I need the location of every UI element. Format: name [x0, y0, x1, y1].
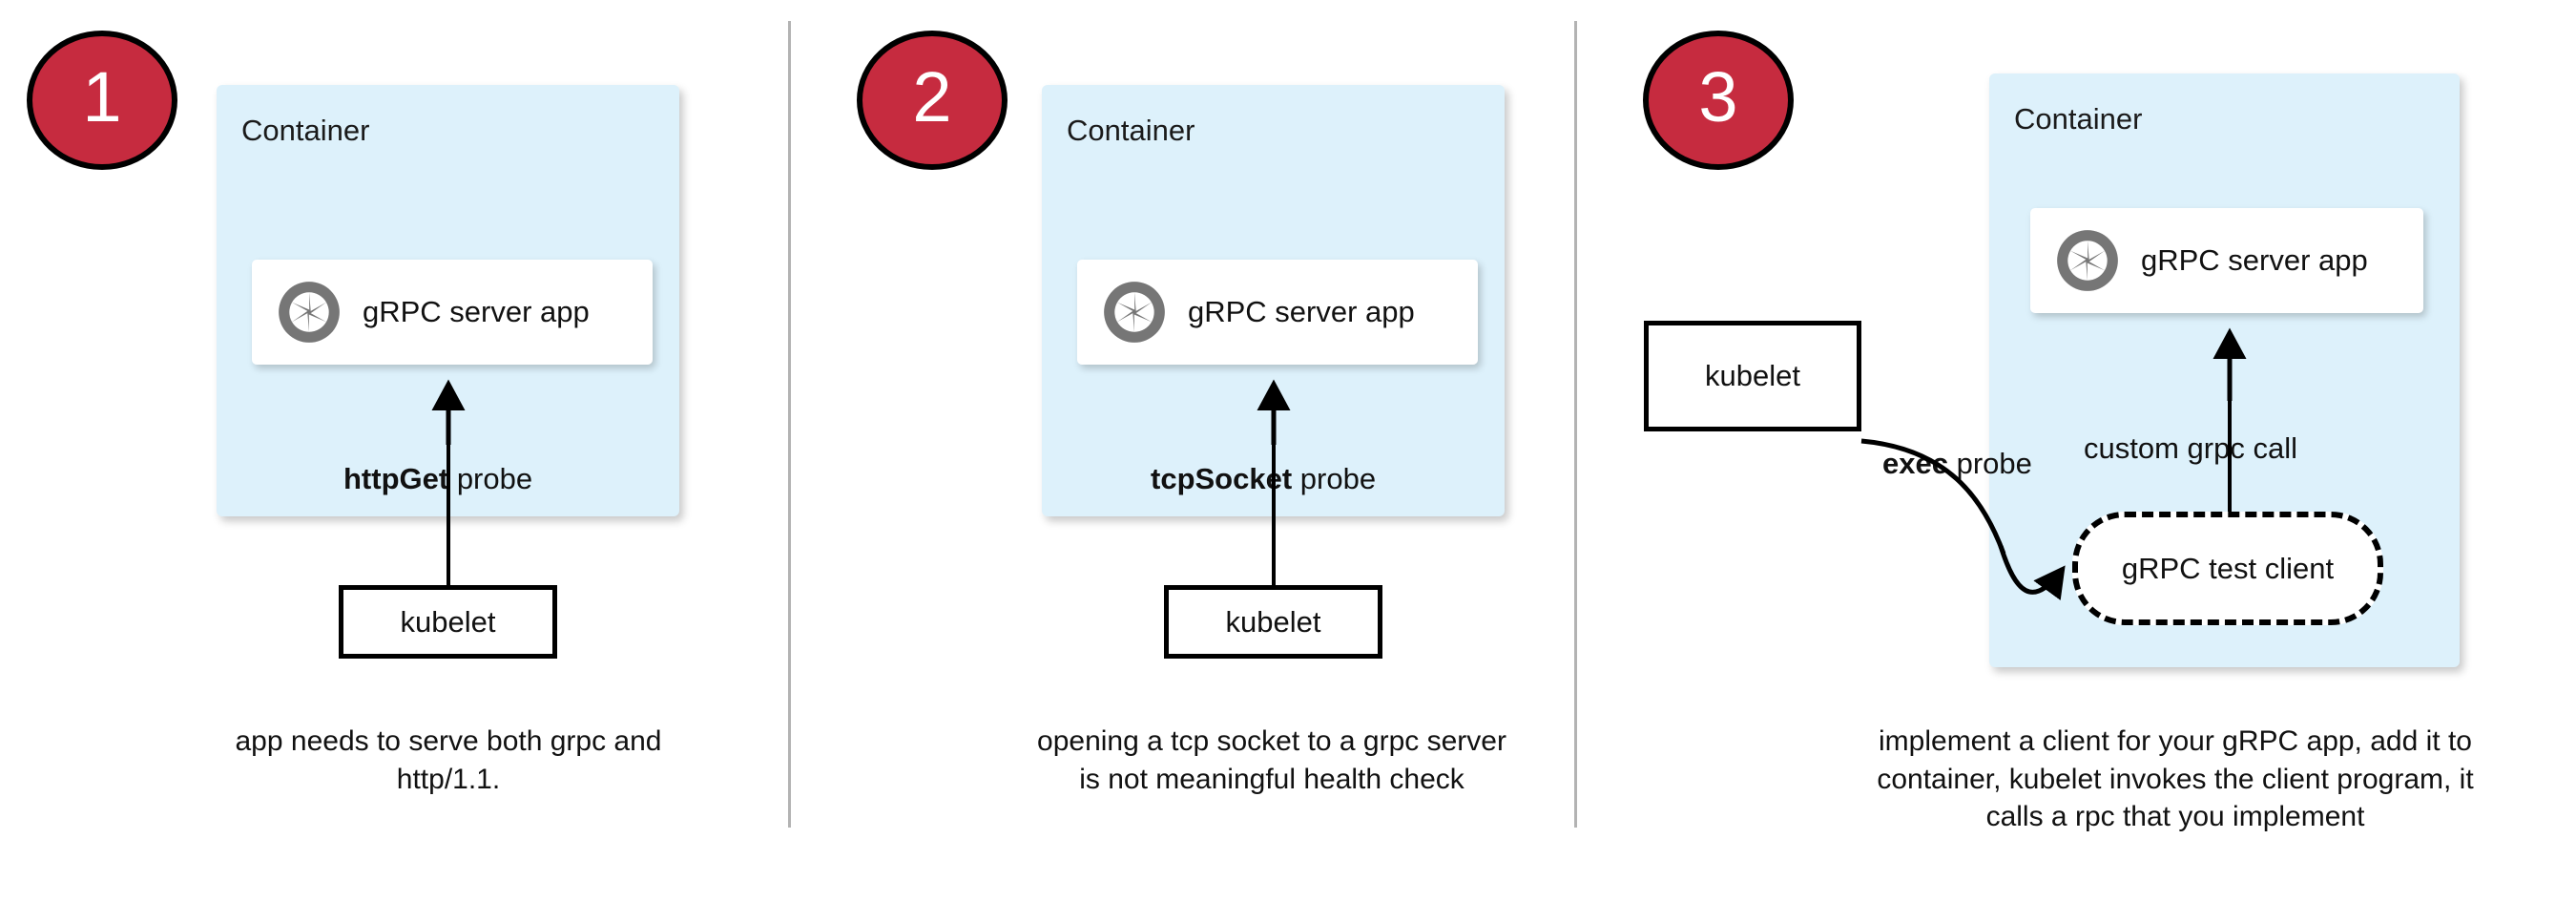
grpc-server-app-card-3: gRPC server app	[2030, 208, 2423, 313]
step-badge-3: 3	[1643, 31, 1794, 170]
step-badge-2: 2	[857, 31, 1008, 170]
panel-caption-3: implement a client for your gRPC app, ad…	[1877, 725, 2474, 833]
panel-divider-2	[1574, 21, 1577, 828]
probe-label-1-suffix: probe	[448, 462, 533, 495]
kubelet-box-2: kubelet	[1164, 585, 1382, 659]
container-label-2: Container	[1067, 114, 1195, 147]
container-label-1: Container	[241, 114, 370, 147]
exec-probe-label: exec probe	[1882, 447, 2032, 481]
probe-label-2-suffix: probe	[1292, 462, 1377, 495]
probe-label-2: tcpSocket probe	[1151, 462, 1376, 496]
grpc-test-client-box: gRPC test client	[2072, 512, 2383, 625]
kubelet-box-3: kubelet	[1644, 321, 1861, 431]
kubelet-label-2: kubelet	[1225, 604, 1321, 639]
panel-caption-2: opening a tcp socket to a grpc server is…	[1037, 725, 1506, 795]
grpc-server-app-label-3: gRPC server app	[2141, 243, 2368, 277]
grpc-aperture-icon	[279, 282, 340, 343]
step-badge-3-number: 3	[1698, 57, 1738, 136]
kubelet-label-3: kubelet	[1705, 359, 1800, 392]
grpc-server-app-label-2: gRPC server app	[1188, 295, 1415, 328]
container-label-3: Container	[2014, 102, 2143, 136]
grpc-server-app-label-1: gRPC server app	[363, 295, 590, 328]
grpc-aperture-icon	[1104, 282, 1165, 343]
panel-divider-1	[788, 21, 791, 828]
step-badge-2-number: 2	[912, 57, 952, 136]
panel-caption-1: app needs to serve both grpc and http/1.…	[235, 725, 662, 795]
probe-label-1: httpGet probe	[343, 462, 532, 496]
exec-probe-label-keyword: exec	[1882, 447, 1948, 480]
grpc-aperture-icon	[2057, 230, 2118, 291]
grpc-test-client-label: gRPC test client	[2121, 551, 2335, 585]
grpc-server-app-card-2: gRPC server app	[1077, 260, 1478, 365]
probe-label-1-keyword: httpGet	[343, 462, 449, 495]
step-badge-1: 1	[27, 31, 177, 170]
grpc-server-app-card-1: gRPC server app	[252, 260, 653, 365]
kubelet-label-1: kubelet	[400, 604, 496, 639]
step-badge-1-number: 1	[82, 57, 122, 136]
kubelet-box-1: kubelet	[339, 585, 557, 659]
probe-label-2-keyword: tcpSocket	[1151, 462, 1293, 495]
exec-probe-label-suffix: probe	[1947, 447, 2032, 480]
custom-grpc-call-label: custom grpc call	[2084, 431, 2297, 465]
